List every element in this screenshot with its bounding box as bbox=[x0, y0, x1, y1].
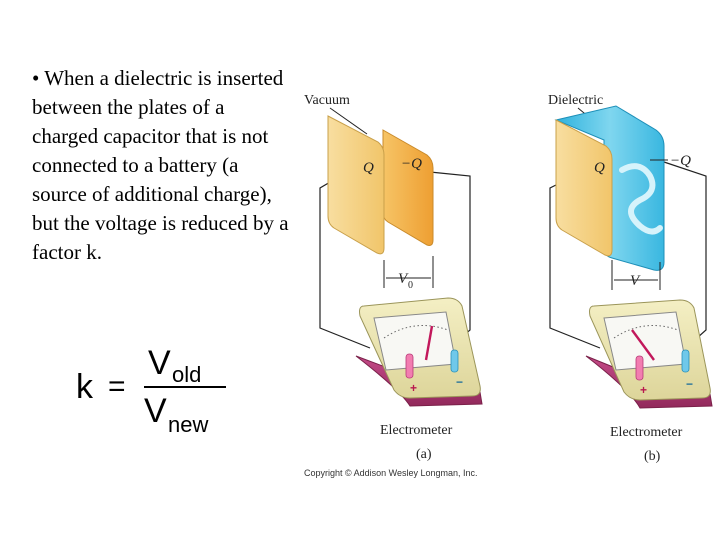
panel-b-meter-scale bbox=[613, 325, 679, 339]
panel-b-label: (b) bbox=[644, 449, 661, 464]
panel-a-meter-dial bbox=[373, 311, 457, 371]
panel-b-meter-label: Electrometer bbox=[610, 425, 683, 440]
panel-a-voltage-v: V bbox=[398, 271, 409, 287]
panel-b-meter-minus: − bbox=[686, 377, 693, 391]
panel-b-label-neg-q: −Q bbox=[670, 153, 691, 169]
panel-a-label: (a) bbox=[416, 447, 432, 462]
panel-b-meter-terminal-pos bbox=[635, 355, 644, 381]
panel-b-meter-dial bbox=[603, 311, 687, 371]
panel-b-plate-positive bbox=[555, 119, 613, 257]
formula-k: k bbox=[76, 368, 94, 406]
panel-a-label-neg-q: −Q bbox=[401, 156, 422, 172]
panel-a-voltage-sub: 0 bbox=[408, 280, 413, 291]
panel-a-label-q: Q bbox=[363, 160, 374, 176]
panel-a-plate-negative bbox=[382, 129, 434, 246]
formula-numerator-v: V bbox=[148, 344, 171, 382]
panel-b-meter-needle bbox=[631, 329, 655, 361]
panel-b-title: Dielectric bbox=[548, 93, 603, 108]
panel-a-meter-needle bbox=[424, 325, 434, 361]
panel-a-meter-plus: + bbox=[410, 381, 417, 395]
panel-a-meter-label: Electrometer bbox=[380, 423, 453, 438]
panel-b-label-q: Q bbox=[594, 160, 605, 176]
panel-a-title-leader bbox=[329, 107, 368, 135]
capacitor-diagram: Vacuum Q −Q V 0 + − Electrometer (a) Die… bbox=[304, 93, 713, 478]
panel-b-meter-plus: + bbox=[640, 383, 647, 397]
bullet-text: • When a dielectric is inserted between … bbox=[32, 66, 289, 264]
panel-a-title: Vacuum bbox=[304, 93, 350, 108]
panel-a-meter-minus: − bbox=[456, 375, 463, 389]
formula-numerator-sub: old bbox=[172, 362, 201, 387]
formula-denominator-v: V bbox=[144, 392, 167, 430]
formula: k = V old V new bbox=[76, 344, 226, 437]
formula-equals: = bbox=[108, 370, 126, 403]
panel-a-meter-scale bbox=[383, 325, 449, 339]
panel-b-voltage-v: V bbox=[630, 273, 641, 289]
panel-b-dielectric-wave bbox=[619, 163, 663, 235]
panel-a-plate-positive bbox=[327, 115, 385, 255]
formula-denominator-sub: new bbox=[168, 412, 208, 437]
panel-b-meter-terminal-neg bbox=[681, 349, 690, 373]
copyright-notice: Copyright © Addison Wesley Longman, Inc. bbox=[304, 468, 478, 478]
panel-a-meter-terminal-pos bbox=[405, 353, 414, 379]
panel-a-meter-terminal-neg bbox=[450, 349, 459, 373]
